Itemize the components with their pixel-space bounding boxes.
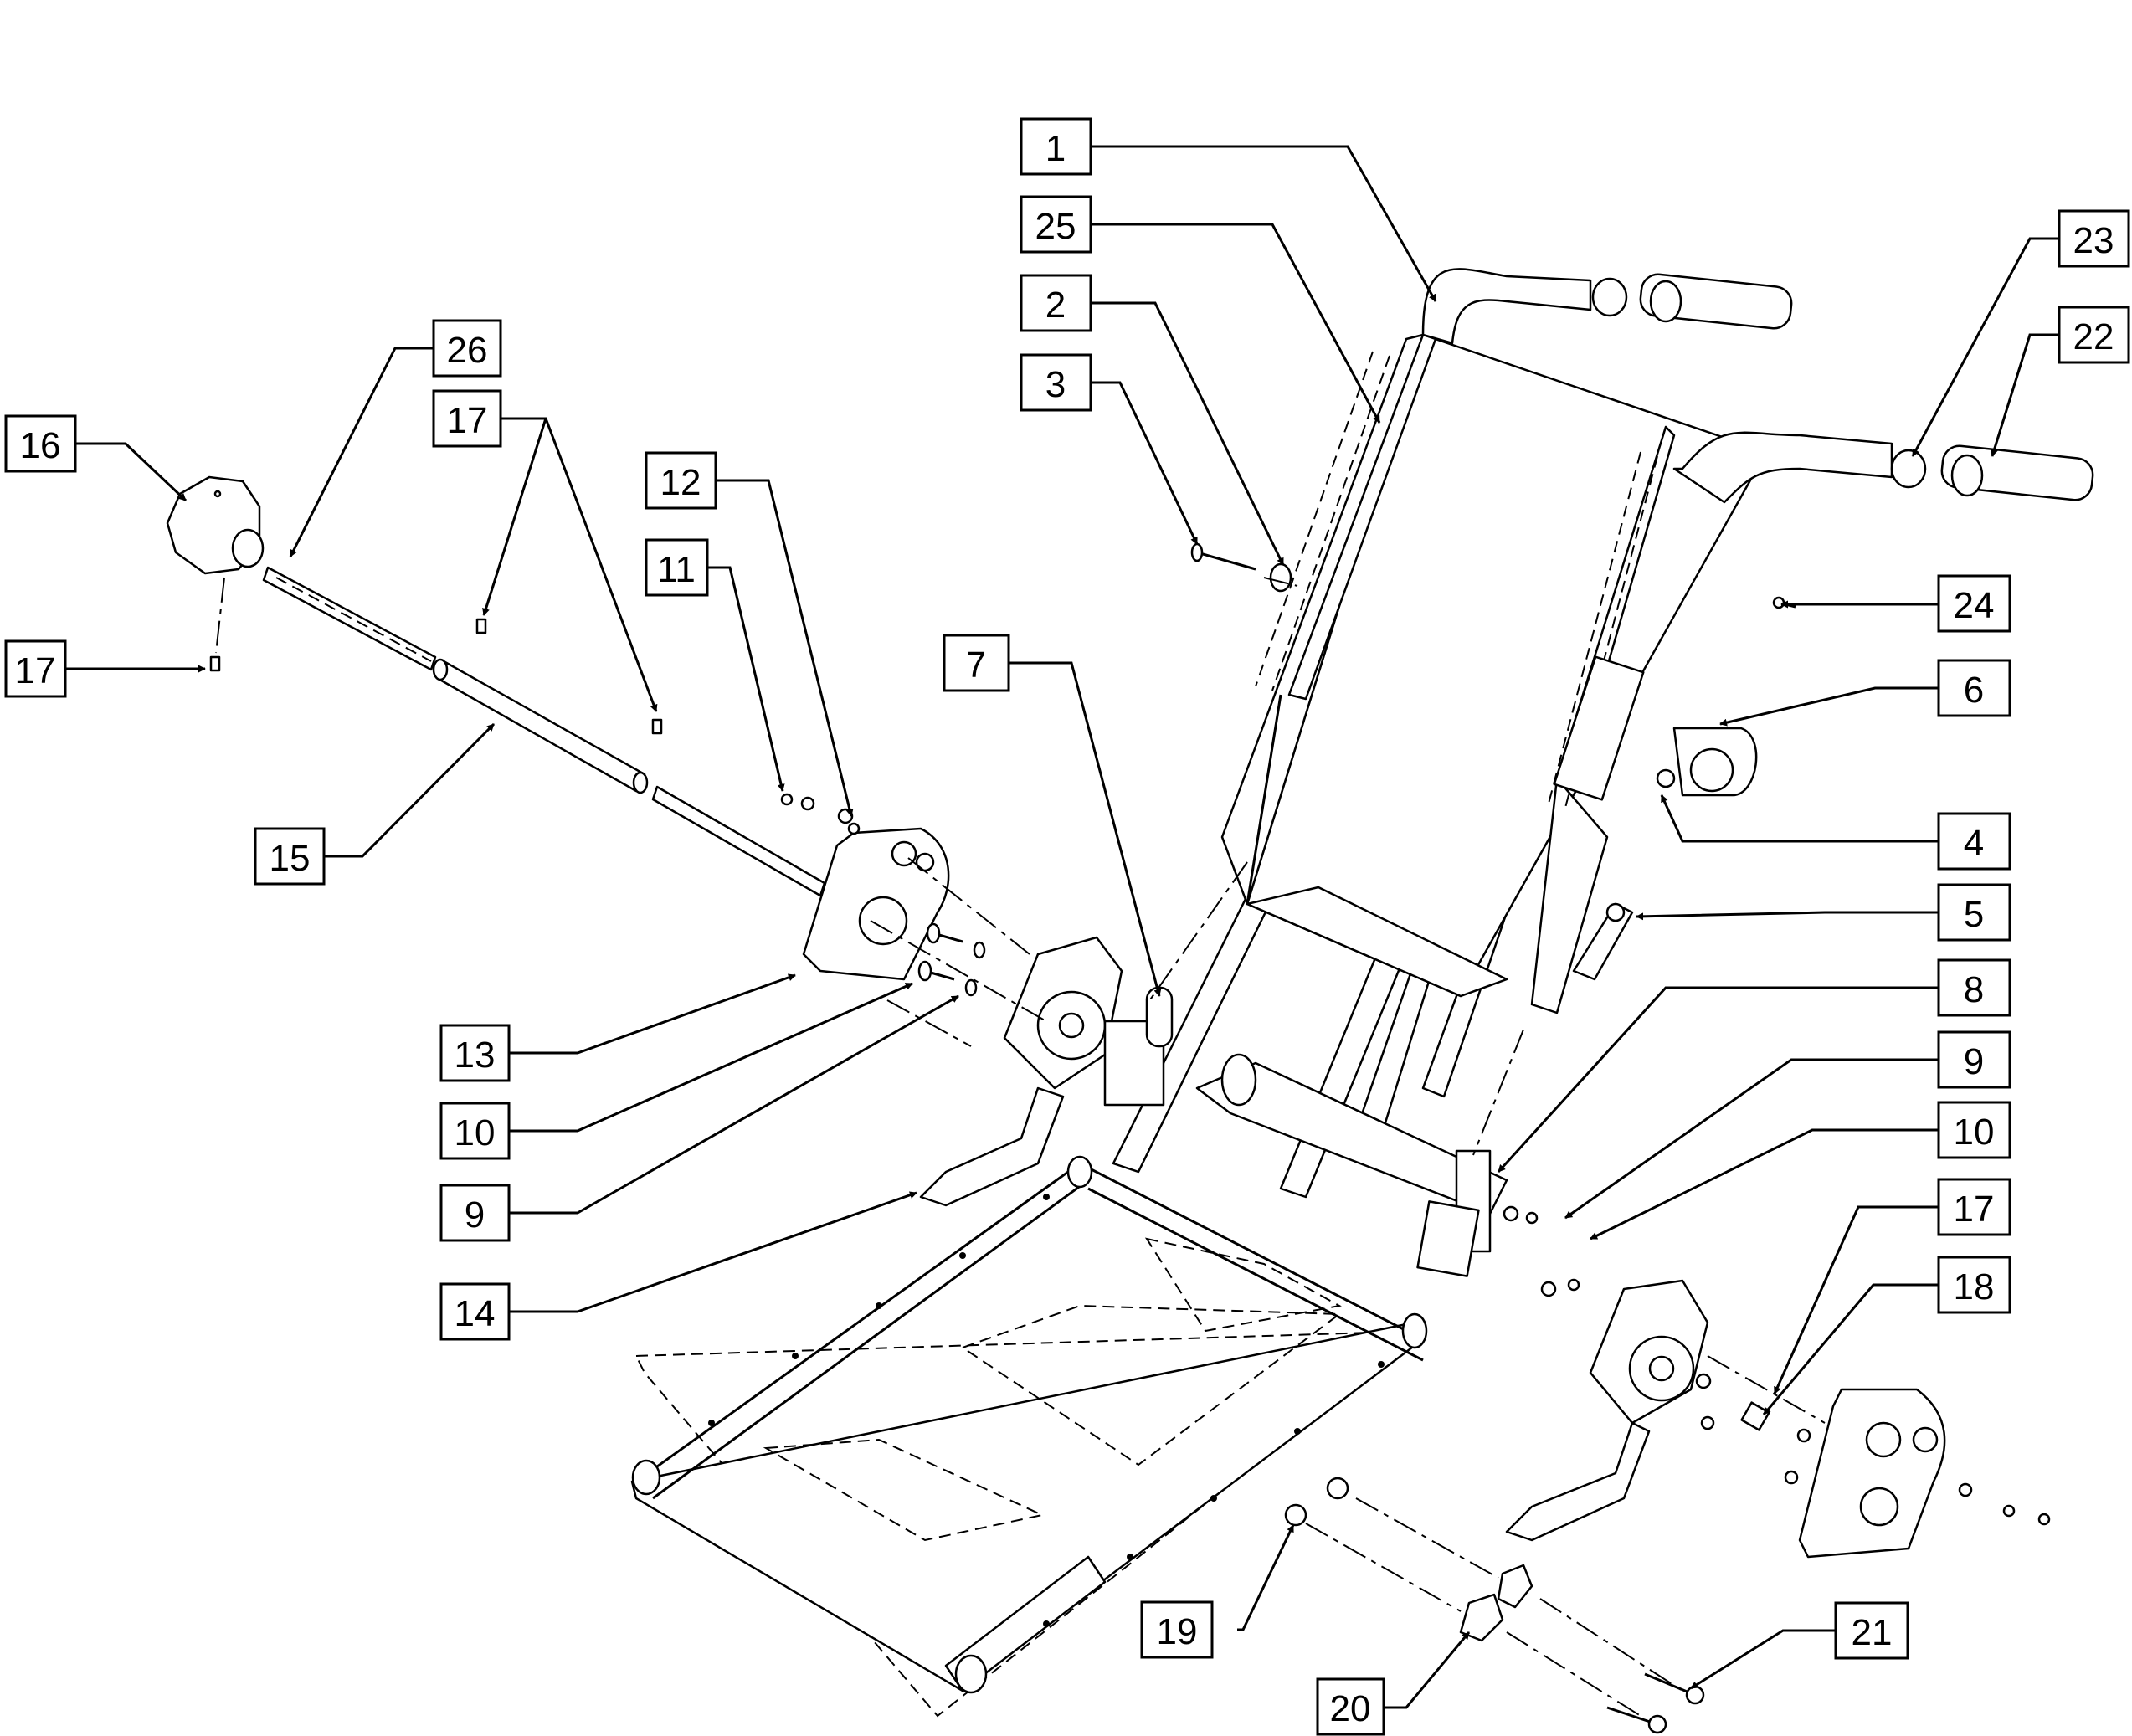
callout-c13: 13 xyxy=(439,1024,511,1082)
assembly-centerlines xyxy=(215,577,1826,1717)
bottom-hardware xyxy=(1284,1477,1705,1734)
fasteners-left xyxy=(780,793,986,997)
callout-c8: 8 xyxy=(1937,958,2011,1017)
callout-label: 9 xyxy=(465,1194,485,1235)
callout-label: 10 xyxy=(1954,1112,1995,1153)
callout-c17b: 17 xyxy=(4,639,67,698)
callout-label: 17 xyxy=(15,650,56,691)
callout-c21: 21 xyxy=(1834,1601,1909,1660)
handle-grip-lower xyxy=(1890,444,2094,501)
callout-label: 1 xyxy=(1045,128,1066,169)
callout-c26: 26 xyxy=(432,319,502,378)
callout-c10a: 10 xyxy=(439,1102,511,1160)
callout-c9a: 9 xyxy=(1937,1030,2011,1089)
callout-label: 12 xyxy=(660,462,701,503)
callout-c12: 12 xyxy=(645,451,717,510)
angle-bracket-6 xyxy=(1656,727,1758,797)
callout-label: 17 xyxy=(1954,1189,1995,1230)
callout-label: 10 xyxy=(455,1112,496,1153)
callout-c3: 3 xyxy=(1020,353,1092,412)
callout-label: 9 xyxy=(1964,1041,1984,1082)
callout-label: 11 xyxy=(657,549,696,590)
callout-label: 22 xyxy=(2073,316,2114,357)
leader-lines xyxy=(65,145,2059,1709)
recline-hinge-right xyxy=(1505,1279,1709,1542)
callout-label: 24 xyxy=(1954,585,1995,626)
back-cane-right xyxy=(1530,425,1893,1014)
threaded-shaft-26 xyxy=(262,566,437,671)
handle-grip-upper xyxy=(1591,273,1793,330)
callout-c20: 20 xyxy=(1316,1677,1385,1736)
side-plate-right xyxy=(1798,1388,1946,1559)
callout-label: 16 xyxy=(20,425,61,466)
back-cane-left xyxy=(1255,268,1592,701)
knob-16 xyxy=(166,475,265,575)
callout-c10b: 10 xyxy=(1937,1101,2011,1159)
assembly-illustration xyxy=(166,268,2094,1734)
callout-label: 2 xyxy=(1045,285,1066,326)
screw-24 xyxy=(1772,596,1796,609)
callout-label: 19 xyxy=(1157,1611,1198,1652)
set-screws-17 xyxy=(209,618,663,735)
callout-label: 14 xyxy=(455,1293,496,1334)
callout-c14: 14 xyxy=(439,1282,511,1341)
callout-c23: 23 xyxy=(2058,209,2130,268)
callout-label: 5 xyxy=(1964,894,1984,935)
cam-lever xyxy=(1572,902,1634,981)
threaded-shaft-right xyxy=(651,785,826,897)
callout-label: 3 xyxy=(1045,364,1066,405)
callout-label: 6 xyxy=(1964,670,1984,711)
callout-label: 7 xyxy=(966,645,986,686)
callout-label: 25 xyxy=(1035,206,1076,247)
callout-c17c: 17 xyxy=(1937,1178,2011,1236)
callout-c16: 16 xyxy=(4,414,77,473)
seat-frame xyxy=(630,1155,1428,1718)
callout-label: 4 xyxy=(1964,823,1984,864)
callout-label: 21 xyxy=(1852,1612,1893,1653)
callout-label: 8 xyxy=(1964,969,1984,1010)
callout-c9b: 9 xyxy=(439,1184,511,1242)
callout-label: 13 xyxy=(455,1035,496,1076)
callout-c19: 19 xyxy=(1140,1600,1214,1659)
callout-c6: 6 xyxy=(1937,659,2011,717)
callout-c5: 5 xyxy=(1937,883,2011,942)
callout-c4: 4 xyxy=(1937,812,2011,871)
callout-label: 23 xyxy=(2073,220,2114,261)
callout-c15: 15 xyxy=(254,827,326,886)
fasteners-right xyxy=(1503,1205,2051,1526)
callout-label: 15 xyxy=(270,838,311,879)
callout-c11: 11 xyxy=(645,538,709,597)
callout-label: 17 xyxy=(447,400,488,441)
callout-c7: 7 xyxy=(943,634,1010,692)
callout-c25: 25 xyxy=(1020,195,1092,254)
callout-c2: 2 xyxy=(1020,274,1092,332)
callout-c24: 24 xyxy=(1937,574,2011,633)
callout-label: 18 xyxy=(1954,1266,1995,1307)
callout-label: 26 xyxy=(447,330,488,371)
side-plate-left xyxy=(802,827,950,981)
callout-c18: 18 xyxy=(1937,1256,2011,1314)
recline-hinge-left xyxy=(919,936,1174,1207)
callout-c1: 1 xyxy=(1020,117,1092,176)
callout-c17a: 17 xyxy=(432,389,502,448)
callout-c22: 22 xyxy=(2058,306,2130,364)
callout-label: 20 xyxy=(1330,1688,1371,1729)
cross-tube xyxy=(1195,1053,1508,1277)
spacer-tube-15 xyxy=(432,658,649,794)
